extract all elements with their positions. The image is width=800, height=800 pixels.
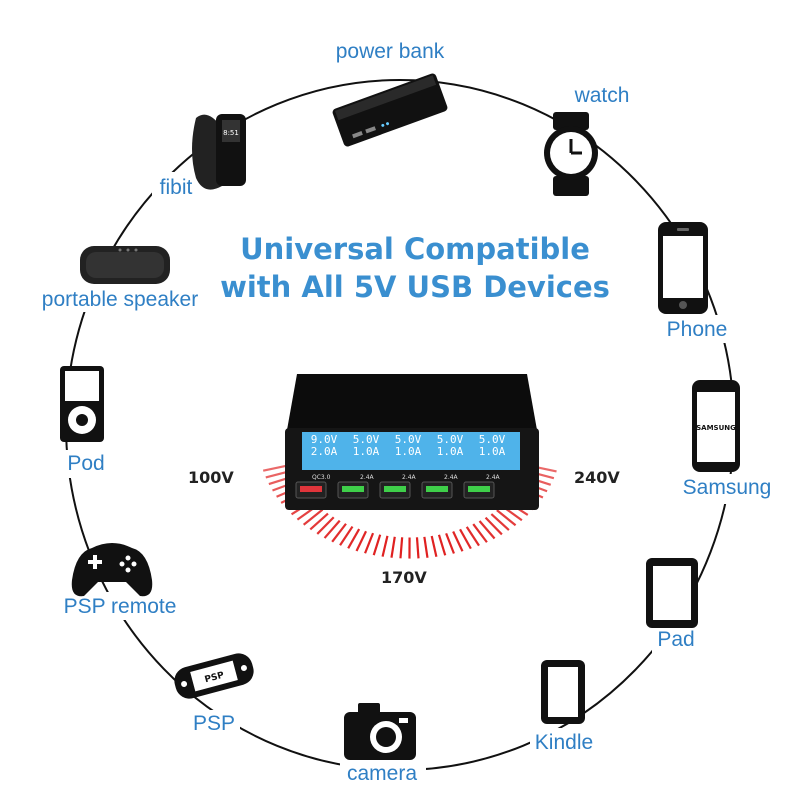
samsung-screen-text: SAMSUNG [696, 424, 736, 432]
headline-line-2: with All 5V USB Devices [220, 270, 610, 304]
voltage-tick [459, 528, 472, 550]
voltage-tick [490, 513, 510, 531]
voltage-tick [484, 516, 503, 536]
watch-icon [544, 112, 598, 196]
voltage-tick [339, 525, 354, 546]
usb-ports [295, 481, 495, 499]
device-label-pod: Pod [67, 452, 105, 475]
voltage-tick [423, 536, 429, 558]
device-label-pad: Pad [657, 628, 695, 651]
port-label-5: 2.4A [486, 474, 500, 481]
usb-port-contact-5 [468, 486, 490, 492]
usb-port-contact-1 [300, 486, 322, 492]
usb-port-contact-3 [384, 486, 406, 492]
usb-port-contact-4 [426, 486, 448, 492]
voltage-tick [381, 535, 389, 557]
voltage-tick [437, 534, 447, 556]
voltage-max-label: 240V [574, 468, 620, 487]
voltage-tick [430, 535, 438, 558]
lcd-voltage-4: 5.0V [436, 433, 464, 446]
port-label-4: 2.4A [444, 474, 458, 481]
voltage-tick [399, 537, 404, 559]
port-label-3: 2.4A [402, 474, 416, 481]
ipod-icon [60, 366, 104, 442]
voltage-mid-label: 170V [381, 568, 427, 587]
lcd-display [302, 432, 520, 470]
voltage-tick [452, 531, 464, 552]
voltage-tick [372, 534, 382, 556]
phone-icon [658, 222, 708, 314]
voltage-tick [323, 519, 341, 539]
device-label-portable-speaker: portable speaker [41, 288, 199, 311]
gamepad-icon [71, 543, 153, 597]
tablet-icon [646, 558, 698, 628]
speaker-icon [80, 246, 170, 284]
device-label-samsung: Samsung [682, 476, 772, 499]
headline: Universal Compatible with All 5V USB Dev… [135, 230, 695, 306]
voltage-tick [302, 508, 324, 526]
voltage-tick [331, 523, 347, 543]
lcd-voltage-1: 9.0V [310, 433, 338, 446]
device-label-psp: PSP [192, 712, 236, 735]
voltage-tick [355, 530, 368, 552]
voltage-tick [364, 532, 375, 554]
samsung-phone-icon: SAMSUNG [692, 380, 740, 472]
voltage-tick [472, 523, 488, 543]
lcd-current-5: 1.0A [478, 445, 506, 458]
device-label-fibit: fibit [159, 176, 193, 199]
voltage-tick [465, 526, 480, 547]
lcd-current-1: 2.0A [310, 445, 338, 458]
lcd-current-4: 1.0A [436, 445, 464, 458]
lcd-voltage-3: 5.0V [394, 433, 422, 446]
lcd-current-2: 1.0A [352, 445, 380, 458]
port-label-1: QC3.0 [312, 474, 331, 481]
voltage-tick [347, 528, 361, 549]
voltage-min-label: 100V [188, 468, 234, 487]
voltage-tick [309, 512, 329, 531]
device-label-kindle: Kindle [534, 731, 594, 754]
voltage-tick [496, 509, 517, 527]
device-label-power-bank: power bank [335, 40, 445, 63]
port-label-2: 2.4A [360, 474, 374, 481]
voltage-tick [478, 520, 496, 540]
lcd-voltage-5: 5.0V [478, 433, 506, 446]
voltage-tick [415, 537, 420, 559]
power-bank-icon [332, 73, 448, 147]
usb-port-contact-2 [342, 486, 364, 492]
voltage-tick [390, 536, 396, 558]
psp-icon: PSP [174, 653, 254, 699]
usb-charger [285, 374, 539, 510]
voltage-tick [262, 464, 290, 472]
kindle-icon [541, 660, 585, 724]
voltage-tick [316, 516, 335, 535]
device-label-watch: watch [574, 84, 630, 107]
fitbit-screen-text: 8:51 [223, 129, 239, 137]
device-label-camera: camera [346, 762, 418, 785]
device-label-psp-remote: PSP remote [63, 595, 177, 618]
device-label-phone: Phone [666, 318, 728, 341]
camera-icon [344, 703, 416, 760]
voltage-tick [445, 532, 455, 554]
fitness-band-icon: 8:51 [192, 114, 246, 190]
lcd-voltage-2: 5.0V [352, 433, 380, 446]
headline-line-1: Universal Compatible [240, 232, 590, 266]
lcd-current-3: 1.0A [394, 445, 422, 458]
